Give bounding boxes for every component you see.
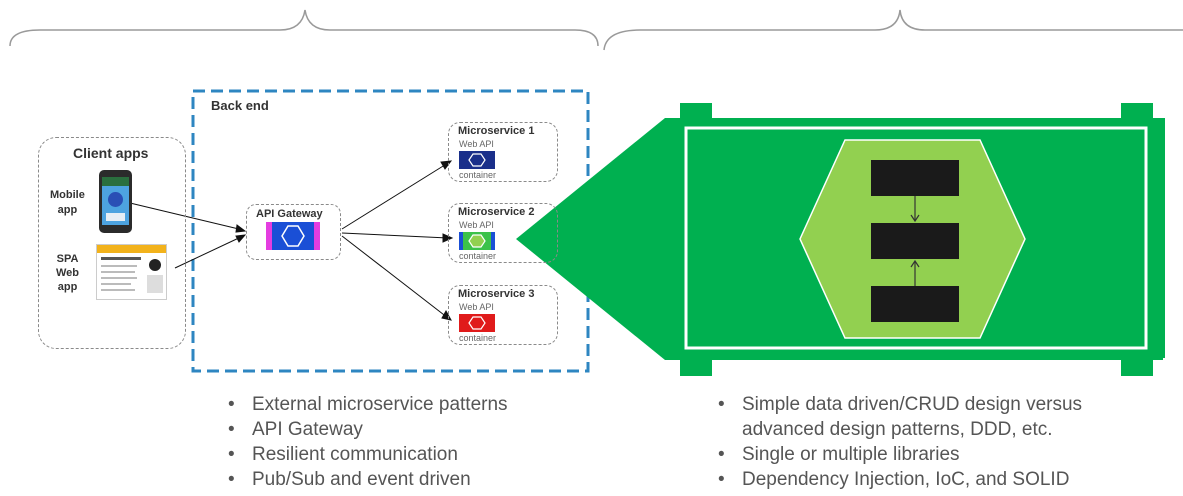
right-bullet-item-continuation: advanced design patterns, DDD, etc.: [742, 419, 1053, 440]
left-bullet-item: Pub/Sub and event driven: [222, 467, 508, 492]
gateway-container-icon: [266, 222, 320, 250]
zoom-triangle: [516, 118, 665, 360]
left-bullet-item: API Gateway: [222, 417, 508, 442]
backend-title: Back end: [211, 98, 269, 113]
layer-block-top: [871, 160, 959, 196]
right-bullet-list: Simple data driven/CRUD design versus ad…: [712, 392, 1082, 492]
microservice-1-box: [448, 122, 558, 182]
microservice-1-container-icon: [459, 151, 495, 169]
microservice-3-box: [448, 285, 558, 345]
microservice-2-title: Microservice 2: [458, 206, 535, 218]
arrow-gateway-to-ms2: [341, 232, 449, 239]
arrow-gateway-to-ms1: [341, 162, 449, 230]
arrow-gateway-to-ms3: [341, 235, 449, 319]
microservice-3-title: Microservice 3: [458, 288, 535, 300]
layer-block-middle: [871, 223, 959, 259]
layer-block-bottom: [871, 286, 959, 322]
microservice-2-box: [448, 203, 558, 263]
microservice-1-container-label: container: [459, 170, 497, 180]
left-brace: [9, 9, 599, 47]
client-apps-title: Client apps: [73, 145, 149, 161]
web-app-image: [96, 244, 167, 300]
arrow-mobile-to-gateway: [129, 202, 244, 231]
right-bullet-item: Simple data driven/CRUD design versus: [712, 392, 1082, 417]
left-bullet-list: External microservice patterns API Gatew…: [222, 392, 508, 492]
client-apps-group: [38, 137, 186, 349]
microservice-1-title: Microservice 1: [458, 125, 535, 137]
microservice-2-api-label: Web API: [459, 220, 494, 230]
api-gateway-label: API Gateway: [256, 208, 323, 220]
right-brace: [603, 9, 1183, 51]
microservice-3-container-label: container: [459, 333, 497, 343]
microservice-3-api-label: Web API: [459, 302, 494, 312]
microservice-3-container-icon: [459, 314, 495, 332]
backend-border: [191, 89, 590, 373]
microservice-1-api-label: Web API: [459, 139, 494, 149]
mobile-phone-image: [99, 170, 132, 233]
container-inner-border: [684, 126, 1148, 350]
arrow-spa-to-gateway: [174, 235, 244, 269]
right-bullet-item: Single or multiple libraries: [712, 442, 1082, 467]
left-bullet-item: External microservice patterns: [222, 392, 508, 417]
api-gateway-box: [246, 204, 341, 260]
microservice-2-container-icon: [459, 232, 495, 250]
microservice-2-container-label: container: [459, 251, 497, 261]
left-bullet-item: Resilient communication: [222, 442, 508, 467]
right-bullet-item: Dependency Injection, IoC, and SOLID: [712, 467, 1082, 492]
